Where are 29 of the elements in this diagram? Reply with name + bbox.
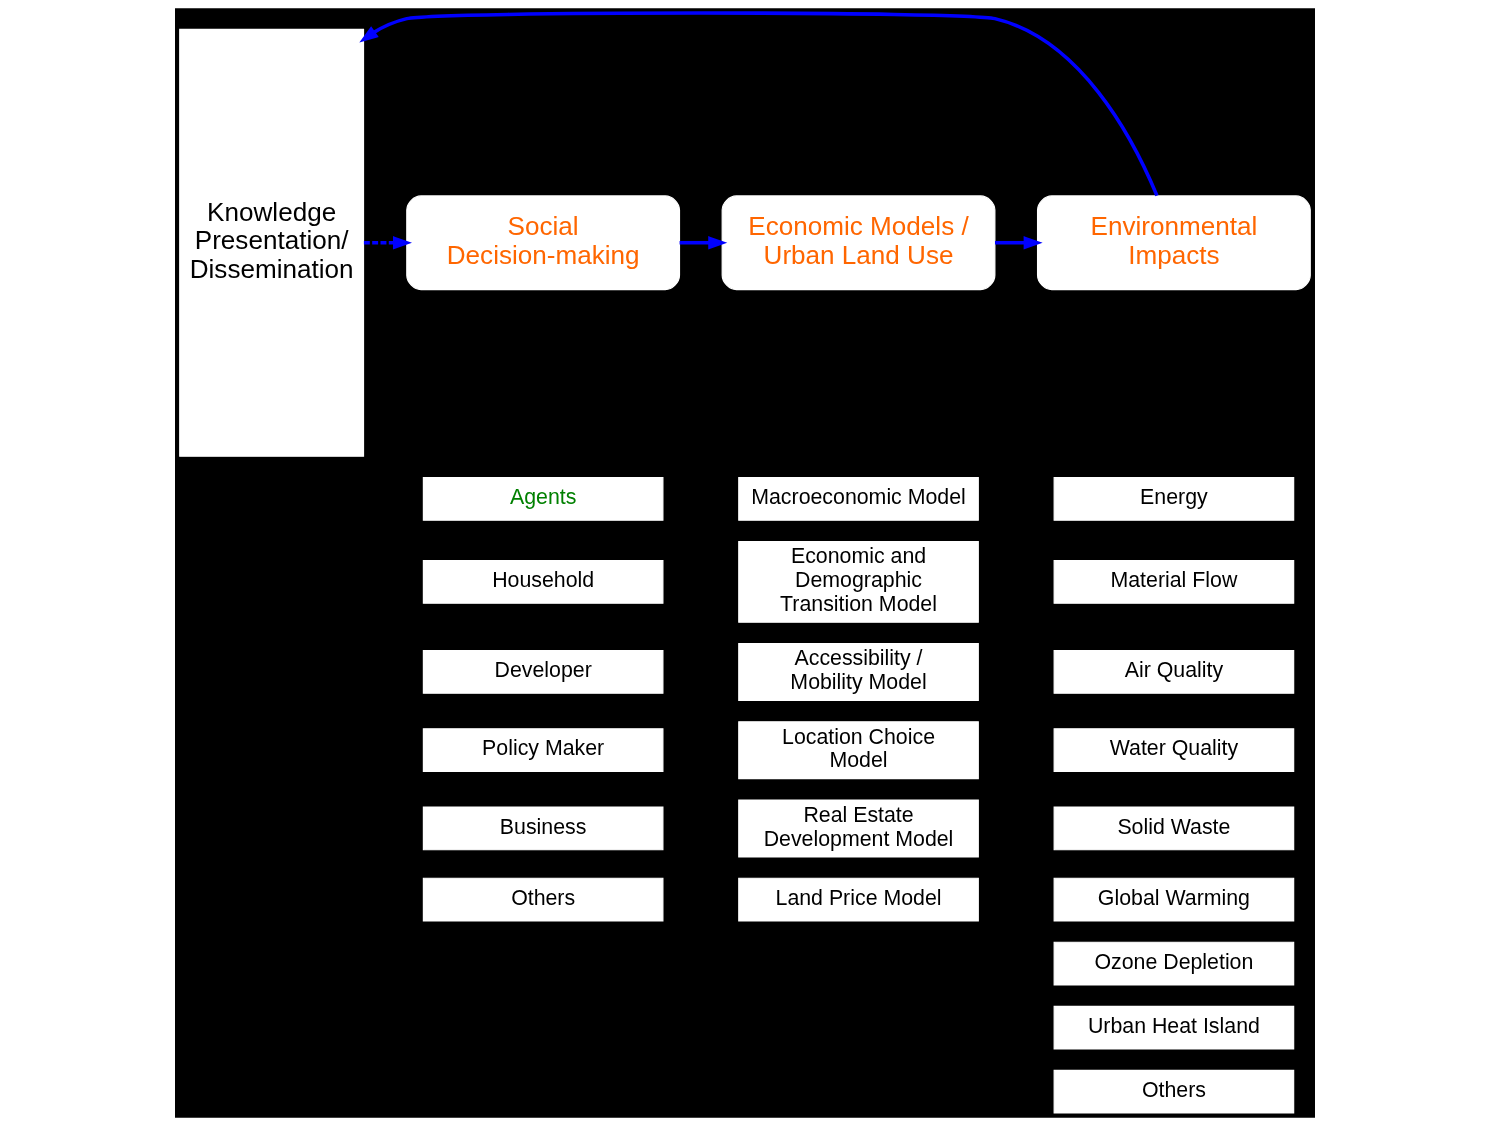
node-box: Agents (422, 476, 663, 521)
node-box: Energy (1053, 476, 1294, 521)
node-box: Air Quality (1053, 650, 1294, 694)
node-box: Land Price Model (737, 877, 979, 922)
node-box: Ozone Depletion (1053, 941, 1294, 986)
node-box: Solid Waste (1053, 806, 1294, 851)
node-box: Others (422, 877, 663, 922)
node-box: Economic and Demographic Transition Model (737, 540, 979, 623)
node-box: Water Quality (1053, 728, 1294, 773)
node-box: Real Estate Development Model (737, 799, 979, 858)
node-box: Others (1053, 1069, 1294, 1114)
arrow (994, 236, 1043, 250)
node-box: Developer (422, 650, 663, 694)
node-box: Policy Maker (422, 728, 663, 773)
node-box: Knowledge Presentation/ Dissemination (178, 28, 364, 457)
node-box: Social Decision-making (405, 195, 680, 291)
node-box: Global Warming (1053, 877, 1294, 922)
arrow (679, 236, 727, 250)
node-box: Economic Models / Urban Land Use (721, 195, 995, 291)
arrow (358, 11, 1159, 197)
node-box: Household (422, 559, 663, 604)
node-box: Accessibility / Mobility Model (737, 642, 979, 701)
node-box: Environmental Impacts (1036, 195, 1311, 291)
node-box: Urban Heat Island (1053, 1005, 1294, 1050)
node-box: Macroeconomic Model (737, 476, 979, 521)
node-box: Material Flow (1053, 559, 1294, 604)
node-box: Location Choice Model (737, 721, 979, 780)
node-box: Business (422, 806, 663, 851)
arrow (363, 236, 412, 250)
